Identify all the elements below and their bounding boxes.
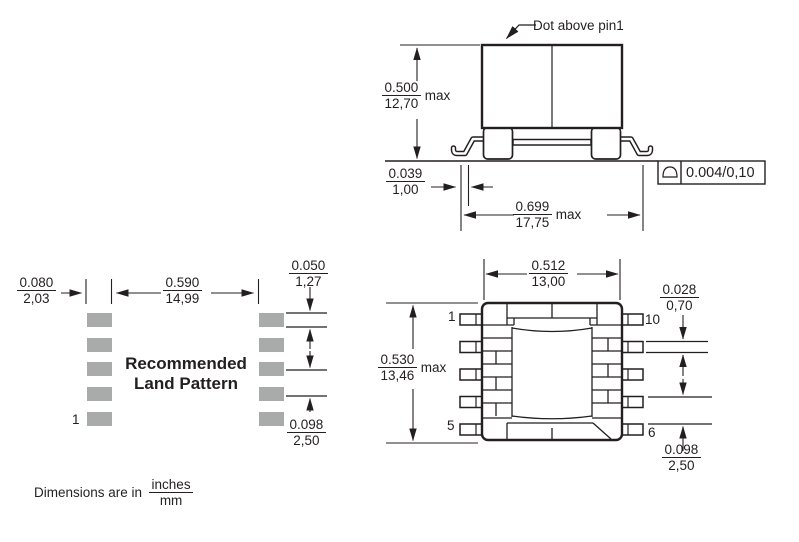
terminal-bar bbox=[512, 138, 592, 146]
pin bbox=[621, 423, 644, 436]
surface-profile-icon bbox=[662, 166, 678, 178]
dim-body-height: 0.530 13,46 max bbox=[378, 352, 446, 383]
pin bbox=[459, 340, 483, 354]
pin5-label: 5 bbox=[447, 418, 455, 433]
max-suffix: max bbox=[420, 360, 447, 375]
dim-pin-width: 0.028 0,70 bbox=[660, 282, 699, 313]
land-pattern-pin1-label: 1 bbox=[72, 412, 80, 427]
fraction: 0.080 2,03 bbox=[17, 275, 56, 306]
dim-pad-pitch: 0.098 2,50 bbox=[287, 417, 326, 448]
land-pad bbox=[87, 362, 112, 376]
land-pad bbox=[259, 387, 284, 401]
pin6-label: 6 bbox=[648, 425, 656, 440]
pin bbox=[459, 395, 483, 409]
pin1-label: 1 bbox=[448, 309, 456, 324]
component-body-top bbox=[480, 301, 624, 442]
pin bbox=[459, 423, 483, 436]
land-pad bbox=[259, 362, 284, 376]
max-suffix: max bbox=[555, 207, 582, 222]
coplanarity-spec: 0.004/0,10 bbox=[686, 165, 755, 181]
top-view-drawing bbox=[386, 259, 712, 451]
max-suffix: max bbox=[424, 88, 451, 103]
fraction: 0.512 13,00 bbox=[529, 258, 568, 289]
land-pad bbox=[87, 412, 112, 426]
fraction: 0.098 2,50 bbox=[662, 442, 701, 473]
side-view-drawing bbox=[385, 24, 766, 231]
dot-leader-line bbox=[506, 24, 536, 40]
dim-overall-width: 0.699 17,75 max bbox=[513, 199, 581, 230]
pin6-chamfer bbox=[592, 422, 612, 440]
land-pad bbox=[87, 387, 112, 401]
coplanarity-callout-frame bbox=[657, 160, 766, 185]
fraction: 0.098 2,50 bbox=[287, 417, 326, 448]
pin bbox=[621, 395, 644, 409]
units-note: Dimensions are in inches mm bbox=[34, 477, 194, 508]
dim-inner-gap: 0.590 14,99 bbox=[163, 275, 202, 306]
land-pads bbox=[87, 313, 284, 426]
dim-body-width: 0.512 13,00 bbox=[529, 258, 568, 289]
land-pad bbox=[87, 338, 112, 352]
pin bbox=[621, 368, 644, 381]
pin bbox=[621, 313, 644, 326]
pin bbox=[459, 368, 483, 381]
fraction: 0.530 13,46 bbox=[378, 352, 417, 383]
land-pattern-title-line1: Recommended bbox=[125, 354, 247, 373]
pin bbox=[459, 313, 483, 326]
dim-side-height: 0.500 12,70 max bbox=[382, 80, 450, 111]
fraction: 0.028 0,70 bbox=[660, 282, 699, 313]
top-view-pins bbox=[459, 313, 644, 436]
land-pad bbox=[259, 338, 284, 352]
land-pattern-title-line2: Land Pattern bbox=[134, 373, 238, 393]
fraction: 0.039 1,00 bbox=[386, 166, 425, 197]
fraction: 0.050 1,27 bbox=[289, 258, 328, 289]
land-pattern-title: Recommended Land Pattern bbox=[104, 354, 268, 393]
units-note-text: Dimensions are in bbox=[34, 485, 143, 500]
bobbin-foot-right bbox=[590, 126, 622, 160]
land-pad bbox=[87, 313, 112, 327]
units-fraction: inches mm bbox=[149, 477, 194, 508]
dim-lead-foot: 0.039 1,00 bbox=[386, 166, 425, 197]
dot-above-pin1-label: Dot above pin1 bbox=[533, 18, 624, 33]
bobbin-core-detail bbox=[482, 304, 622, 440]
pin bbox=[621, 340, 644, 354]
dim-pin-pitch: 0.098 2,50 bbox=[662, 442, 701, 473]
fraction: 0.699 17,75 bbox=[513, 199, 552, 230]
dim-pad-width: 0.080 2,03 bbox=[17, 275, 56, 306]
dim-pad-height: 0.050 1,27 bbox=[289, 258, 328, 289]
fraction: 0.590 14,99 bbox=[163, 275, 202, 306]
land-pad bbox=[259, 313, 284, 327]
pin10-label: 10 bbox=[645, 312, 661, 327]
gullwing-lead-left bbox=[450, 136, 486, 157]
fraction: 0.500 12,70 bbox=[382, 80, 421, 111]
bobbin-foot-left bbox=[482, 126, 514, 160]
land-pattern-drawing bbox=[61, 279, 327, 426]
gullwing-lead-right bbox=[618, 136, 654, 157]
land-pad bbox=[259, 412, 284, 426]
